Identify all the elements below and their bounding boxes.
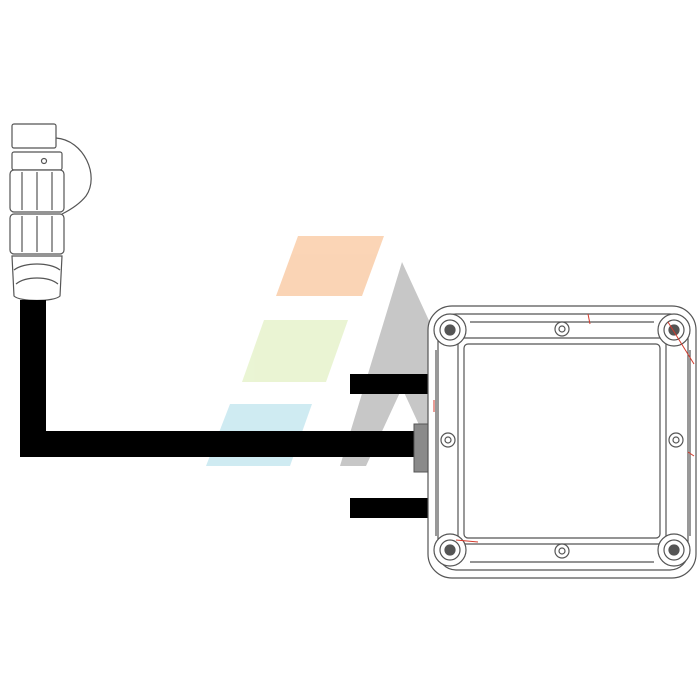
connector-cap	[11, 123, 57, 149]
watermark-stripe-orange	[276, 236, 384, 296]
lower-side-cable	[350, 498, 436, 518]
corner-screw-top-left	[433, 313, 467, 347]
red-mark	[455, 539, 479, 543]
corner-screw-bottom-right	[657, 533, 691, 567]
box-flange	[437, 313, 689, 571]
red-mark	[587, 313, 591, 325]
red-construction-marks	[433, 313, 695, 543]
main-cable	[20, 300, 416, 457]
mid-screw-bottom	[554, 543, 570, 559]
upper-side-cable	[350, 374, 436, 394]
red-mark	[687, 451, 695, 457]
cap-strap	[55, 137, 92, 215]
mid-screw-left	[440, 432, 456, 448]
connector-nut	[11, 151, 63, 171]
mid-screw-right	[668, 432, 684, 448]
corner-screw-bottom-left	[433, 533, 467, 567]
tail-ridge	[15, 277, 59, 285]
corner-screw-top-right	[657, 313, 691, 347]
nut-hole	[40, 157, 48, 165]
red-mark	[667, 321, 695, 365]
junction-box	[427, 305, 697, 579]
box-cavity	[463, 343, 661, 539]
watermark-stripe-green	[242, 320, 348, 382]
tail-ridge	[13, 263, 61, 271]
connector-plug	[9, 123, 92, 302]
mid-screw-top	[554, 321, 570, 337]
box-outer-outline	[427, 305, 697, 579]
